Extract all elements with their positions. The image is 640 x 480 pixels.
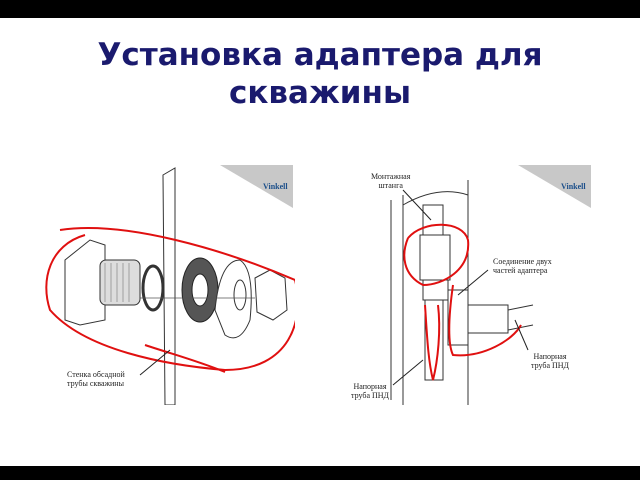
mounting-rod-label: Монтажная штанга — [371, 172, 410, 190]
label-line: трубы скважины — [67, 379, 124, 388]
vinkell-logo: Vinkell — [561, 182, 586, 191]
label-line: труба ПНД — [351, 391, 390, 400]
pressure-pipe-right-label: Напорная труба ПНД — [531, 352, 569, 370]
label-line: труба ПНД — [531, 361, 570, 370]
adapter-joint-label: Соединение двух частей адаптера — [493, 257, 552, 275]
casing-wall-label: Стенка обсадной трубы скважины — [67, 370, 125, 388]
slide-title: Установка адаптера для скважины — [60, 36, 580, 112]
title-line-2: скважины — [229, 75, 411, 111]
label-line: Стенка обсадной — [67, 370, 125, 379]
adapter-parts-drawing — [45, 165, 299, 406]
pressure-pipe-left-label: Напорная труба ПНД — [351, 382, 389, 400]
label-line: Напорная — [353, 382, 387, 391]
title-line-1: Установка адаптера для — [97, 37, 543, 73]
label-line: Соединение двух — [493, 257, 552, 266]
label-line: штанга — [378, 181, 403, 190]
presentation-slide: Установка адаптера для скважины Vinkell … — [0, 18, 640, 466]
adapter-installed-diagram: Vinkell Монтажная штанга Соединение двух… — [343, 160, 593, 405]
adapter-exploded-diagram: Vinkell Стенка обсадной трубы скважины — [45, 160, 299, 406]
adapter-installation-drawing — [390, 165, 591, 405]
label-line: частей адаптера — [493, 266, 548, 275]
vinkell-logo: Vinkell — [263, 182, 288, 191]
label-line: Напорная — [533, 352, 567, 361]
label-line: Монтажная — [371, 172, 411, 181]
